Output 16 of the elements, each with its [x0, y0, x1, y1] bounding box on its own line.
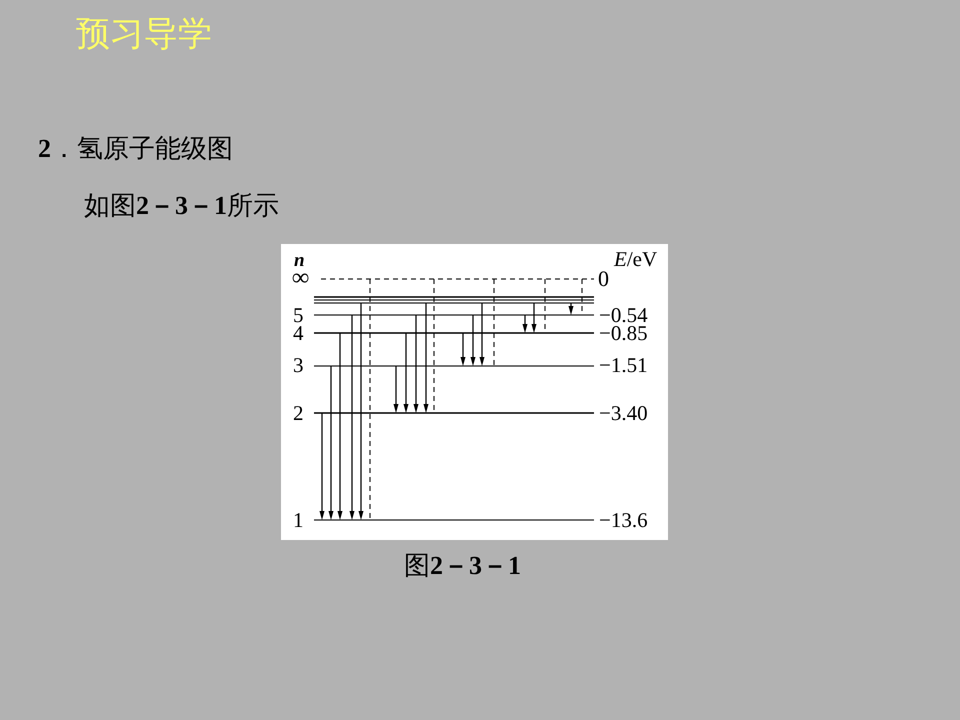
sentence: 如图2－3－1所示: [84, 193, 279, 219]
slide-title: 预习导学: [76, 17, 212, 51]
figure-caption: 图2－3－1: [404, 553, 521, 579]
level-label: 5: [293, 305, 304, 326]
level-label: 1: [293, 510, 304, 531]
level-label: 3: [293, 355, 304, 376]
energy-value: 0: [598, 268, 609, 290]
energy-value: −3.40: [599, 403, 648, 424]
energy-value: −13.6: [599, 510, 648, 531]
heading: 2．氢原子能级图: [38, 136, 233, 162]
axis-label: E/eV: [614, 249, 658, 270]
energy-value: −0.54: [599, 305, 648, 326]
level-label: 2: [293, 403, 304, 424]
level-label: 4: [293, 323, 304, 344]
energy-value: −1.51: [599, 355, 648, 376]
energy-value: −0.85: [599, 323, 648, 344]
